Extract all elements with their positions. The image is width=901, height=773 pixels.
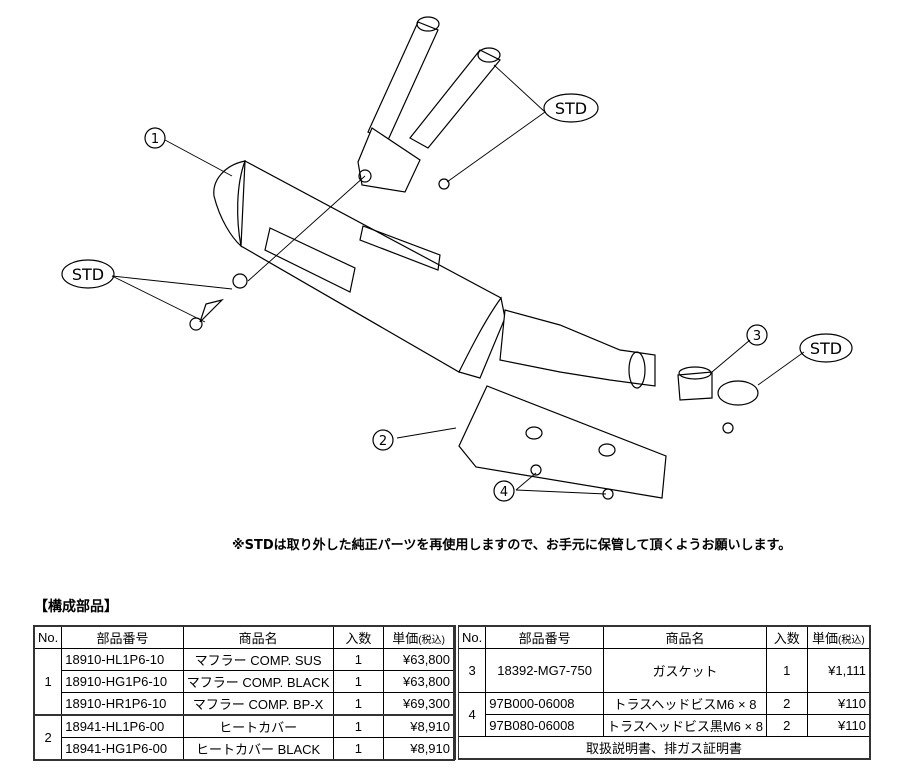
leader-lines (111, 64, 805, 495)
bolt-washer (189, 178, 450, 331)
header-part-number: 部品番号 (61, 625, 184, 649)
qty: 2 (765, 714, 808, 737)
svg-text:4: 4 (500, 485, 508, 500)
price: ¥63,800 (383, 648, 455, 671)
svg-text:3: 3 (753, 329, 761, 344)
parts-table-left: No. 部品番号 商品名 入数 単価(税込) 1 18910-HL1P6-10 … (33, 625, 455, 761)
part-number: 97B000-06008 (485, 692, 605, 715)
header-name: 商品名 (603, 625, 767, 649)
exploded-diagram: 1 2 3 4 STD STD STD (61, 16, 853, 502)
price: ¥63,800 (383, 670, 455, 693)
header-no: No. (456, 625, 487, 649)
callout-2: 2 (372, 429, 394, 451)
qty: 1 (332, 692, 385, 716)
item-no: 3 (456, 648, 487, 693)
price: ¥8,910 (383, 737, 455, 761)
qty: 1 (332, 714, 385, 738)
header-qty: 入数 (332, 625, 385, 649)
price: ¥1,111 (806, 648, 871, 693)
parts-section-title: 【構成部品】 (34, 599, 118, 615)
header-part-number: 部品番号 (485, 625, 605, 649)
table-row: 18941-HG1P6-00 ヒートカバー BLACK 1 ¥8,910 (34, 737, 455, 761)
header-price: 単価(税込) (383, 625, 455, 649)
svg-text:2: 2 (379, 434, 387, 449)
svg-text:STD: STD (72, 265, 104, 284)
product-name: マフラー COMP. BP-X (182, 692, 334, 716)
product-name: ヒートカバー (182, 714, 334, 738)
table-header: No. 部品番号 商品名 入数 単価(税込) (33, 625, 455, 649)
callout-std-right: STD (799, 333, 853, 363)
callout-1: 1 (144, 127, 166, 149)
item-no: 2 (33, 714, 63, 761)
qty: 2 (765, 692, 808, 715)
product-name: トラスヘッドビスM6 × 8 (603, 692, 767, 715)
part-number: 18392-MG7-750 (485, 648, 605, 693)
part-number: 18910-HG1P6-10 (61, 670, 184, 693)
price: ¥110 (806, 692, 871, 715)
header-price: 単価(税込) (806, 625, 871, 649)
heat-cover-drawing (458, 385, 667, 500)
callout-std-left: STD (61, 259, 115, 289)
product-name: マフラー COMP. BLACK (182, 670, 334, 693)
table-row: 4 97B000-06008 トラスヘッドビスM6 × 8 2 ¥110 (456, 692, 871, 737)
item-no: 4 (456, 692, 487, 737)
price: ¥110 (806, 714, 871, 737)
header-no: No. (33, 625, 63, 649)
svg-text:STD: STD (810, 339, 842, 358)
gasket-and-clamp (677, 366, 759, 434)
included-documents: 取扱説明書、排ガス証明書 (456, 736, 871, 760)
price: ¥69,300 (383, 692, 455, 716)
table-row: 18910-HR1P6-10 マフラー COMP. BP-X 1 ¥69,300 (34, 692, 455, 716)
part-number: 18941-HL1P6-00 (61, 714, 184, 738)
table-row: 18910-HG1P6-10 マフラー COMP. BLACK 1 ¥63,80… (34, 670, 455, 693)
part-number: 18910-HL1P6-10 (61, 648, 184, 671)
callout-4: 4 (493, 480, 515, 502)
svg-text:STD: STD (555, 99, 587, 118)
part-number: 18910-HR1P6-10 (61, 692, 184, 716)
svg-text:1: 1 (151, 132, 159, 147)
table-row: 2 18941-HL1P6-00 ヒートカバー 1 ¥8,910 (33, 714, 455, 761)
product-name: ガスケット (603, 648, 767, 693)
price: ¥8,910 (383, 714, 455, 738)
header-qty: 入数 (765, 625, 808, 649)
qty: 1 (765, 648, 808, 693)
header-pipes (357, 16, 501, 193)
header-name: 商品名 (182, 625, 334, 649)
table-row: 1 18910-HL1P6-10 マフラー COMP. SUS 1 ¥63,80… (33, 648, 455, 716)
product-name: マフラー COMP. SUS (182, 648, 334, 671)
qty: 1 (332, 670, 385, 693)
product-name: ヒートカバー BLACK (182, 737, 334, 761)
product-name: トラスヘッドビス黒M6 × 8 (603, 714, 767, 737)
item-no: 1 (33, 648, 63, 716)
qty: 1 (332, 737, 385, 761)
table-row: 3 18392-MG7-750 ガスケット 1 ¥1,111 (456, 648, 871, 693)
table-footer-row: 取扱説明書、排ガス証明書 (456, 736, 871, 760)
muffler-drawing (213, 160, 656, 389)
table-header: No. 部品番号 商品名 入数 単価(税込) (456, 625, 871, 649)
qty: 1 (332, 648, 385, 671)
callout-std-top: STD (543, 93, 599, 123)
part-number: 18941-HG1P6-00 (61, 737, 184, 761)
table-row: 97B080-06008 トラスヘッドビス黒M6 × 8 2 ¥110 (457, 714, 871, 737)
part-number: 97B080-06008 (485, 714, 605, 737)
callout-3: 3 (746, 324, 768, 346)
parts-table-right: No. 部品番号 商品名 入数 単価(税込) 3 18392-MG7-750 ガ… (455, 625, 871, 760)
std-note: ※STDは取り外した純正パーツを再使用しますので、お手元に保管して頂くようお願い… (232, 538, 792, 553)
